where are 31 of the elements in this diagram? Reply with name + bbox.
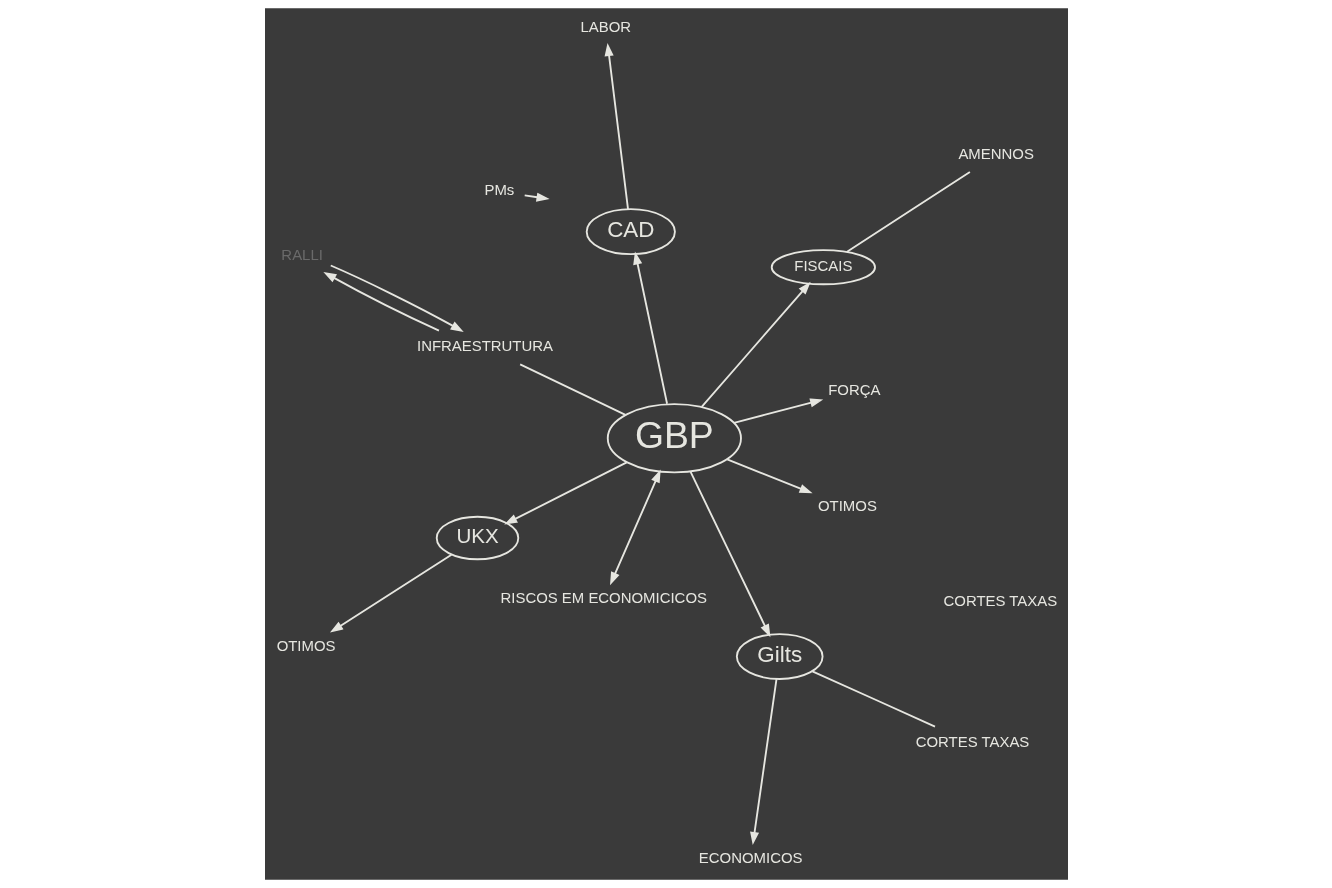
arrow (689, 470, 770, 638)
arrow (749, 678, 777, 846)
node-text: INFRAESTRUTURA (416, 337, 553, 355)
arrow (732, 398, 823, 424)
node-ellipse: FISCAIS (770, 249, 876, 286)
connector (518, 363, 626, 416)
arrow (604, 43, 629, 211)
node-text: OTIMOS (817, 496, 877, 514)
node-ellipse: Gilts (735, 633, 824, 680)
node-text: RISCOS EM ECONOMICICOS (500, 589, 707, 607)
arrow (322, 271, 440, 332)
arrow (700, 281, 811, 408)
node-ellipse: CAD (585, 208, 676, 256)
arrow (632, 251, 668, 405)
connector (845, 171, 971, 253)
label: CORTES TAXAS (943, 591, 1057, 609)
node-text: ECONOMICOS (698, 848, 803, 866)
node-text: FORÇA (827, 381, 880, 399)
node-text: PMs (483, 181, 514, 199)
arrow (523, 192, 550, 202)
arrow (329, 264, 464, 332)
node-text: LABOR (579, 18, 631, 36)
connector (811, 670, 936, 728)
arrow (329, 553, 452, 633)
node-text: AMENNOS (957, 144, 1034, 162)
node-ellipse: GBP (606, 403, 742, 474)
node-text: CORTES TAXAS (915, 732, 1029, 750)
arrow (609, 469, 661, 586)
arrow (725, 458, 813, 494)
node-text: OTIMOS (276, 637, 336, 655)
arrow (503, 461, 628, 525)
